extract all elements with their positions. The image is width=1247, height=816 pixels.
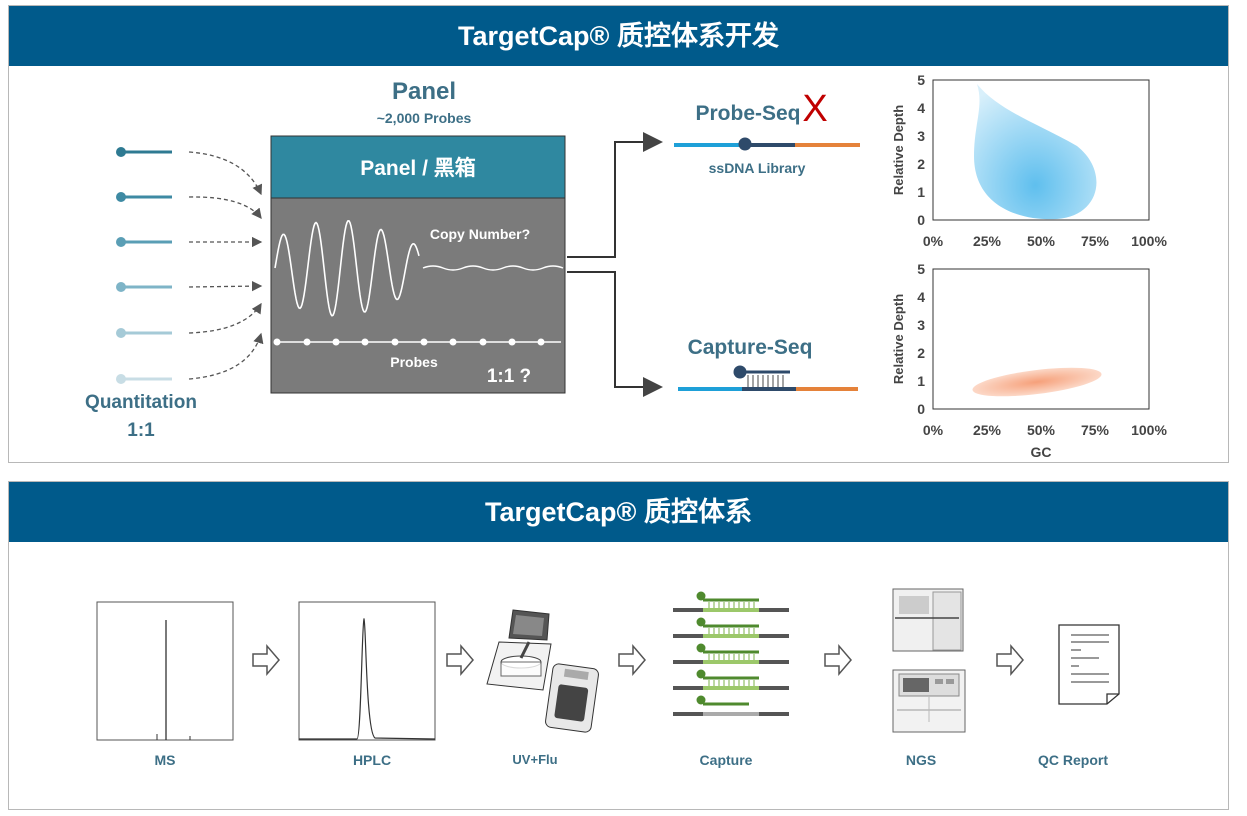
arrow-to-probe-seq (567, 132, 663, 258)
y-tick-label: 0 (917, 401, 925, 417)
orange-ellipse (972, 367, 1102, 397)
probe-seq-label: Probe-Seq (695, 102, 801, 125)
flow-arrows (252, 643, 1024, 677)
probe-lines (116, 147, 172, 384)
dashed-arrows (188, 151, 264, 380)
y-tick-label: 5 (917, 72, 925, 88)
y-tick-label: 0 (917, 212, 925, 228)
probe-seq-cross: X (802, 88, 828, 130)
probe-line (116, 147, 172, 157)
bottom-panel-title: TargetCap® 质控体系 (9, 482, 1228, 542)
biotin-bead (696, 669, 706, 679)
y-tick-label: 3 (917, 317, 925, 333)
flow-arrow (618, 643, 646, 677)
y-tick-label: 5 (917, 261, 925, 277)
ratio-question: 1:1 ? (486, 366, 532, 387)
top-panel-title: TargetCap® 质控体系开发 (9, 6, 1228, 66)
blue-teardrop (974, 84, 1097, 220)
panel-subtitle: ~2,000 Probes (376, 110, 472, 126)
arrow-to-capture-seq (567, 271, 663, 397)
probe-line (116, 282, 172, 292)
probe-beads (273, 338, 561, 346)
panel-box-body (270, 197, 566, 394)
y-tick-label: 1 (917, 373, 925, 389)
capture-seq-label: Capture-Seq (687, 336, 813, 359)
flow-arrow (824, 643, 852, 677)
probe-line (116, 328, 172, 338)
x-axis-label: GC (1031, 444, 1052, 460)
step-label-hplc: HPLC (352, 752, 392, 768)
uv-flu-instrument-icon (486, 609, 599, 733)
step-label-ngs: NGS (905, 752, 937, 768)
probe-line (116, 192, 172, 202)
quantitation-label: Quantitation (85, 392, 197, 413)
y-tick-label: 1 (917, 184, 925, 200)
copy-number-wave (274, 219, 420, 317)
ngs-sequencer-icon (892, 588, 966, 733)
x-tick-label: 100% (1131, 233, 1167, 249)
probe-line (116, 374, 172, 384)
step-label-uv-flu: UV+Flu (512, 752, 558, 767)
x-tick-label: 50% (1027, 422, 1056, 438)
copy-number-label: Copy Number? (429, 226, 531, 242)
x-tick-label: 0% (923, 233, 944, 249)
probe-line (116, 237, 172, 247)
x-tick-label: 100% (1131, 422, 1167, 438)
top-panel: TargetCap® 质控体系开发 (8, 5, 1229, 463)
y-axis-label: Relative Depth (891, 105, 906, 195)
ssdna-strand (674, 137, 860, 151)
biotin-bead (696, 617, 706, 627)
y-tick-label: 3 (917, 128, 925, 144)
hplc-chromatogram (298, 601, 436, 741)
flow-arrow (446, 643, 474, 677)
ms-spectrum (96, 601, 234, 741)
flow-arrow (996, 643, 1024, 677)
flow-arrow (252, 643, 280, 677)
x-tick-label: 75% (1081, 233, 1110, 249)
probes-label: Probes (390, 354, 438, 370)
biotin-bead (696, 695, 706, 705)
x-tick-label: 0% (923, 422, 944, 438)
qc-report-document-icon (1058, 624, 1120, 705)
gc-chart-top (932, 79, 1150, 221)
y-tick-label: 4 (917, 289, 925, 305)
x-tick-label: 50% (1027, 233, 1056, 249)
y-axis-label: Relative Depth (891, 294, 906, 384)
step-label-capture: Capture (699, 752, 753, 768)
x-tick-label: 25% (973, 422, 1002, 438)
step-label-ms: MS (154, 752, 176, 768)
panel-box-header (270, 135, 566, 199)
gc-chart-bottom (932, 268, 1150, 410)
biotin-bead (696, 591, 706, 601)
x-tick-label: 75% (1081, 422, 1110, 438)
y-tick-label: 4 (917, 100, 925, 116)
panel-box-label: Panel / 黑箱 (360, 157, 476, 180)
capture-strand (678, 365, 858, 391)
y-tick-label: 2 (917, 345, 925, 361)
y-tick-label: 2 (917, 156, 925, 172)
step-label-qc-report: QC Report (1038, 752, 1108, 768)
capture-strands-icon (673, 591, 789, 716)
panel-title: Panel (391, 78, 457, 105)
biotin-bead (696, 643, 706, 653)
bottom-panel: TargetCap® 质控体系 (8, 481, 1229, 810)
quantitation-ratio: 1:1 (127, 420, 155, 441)
flat-wave (422, 265, 564, 271)
bottom-diagram (96, 588, 1120, 741)
x-tick-label: 25% (973, 233, 1002, 249)
ssdna-library-label: ssDNA Library (708, 160, 806, 176)
